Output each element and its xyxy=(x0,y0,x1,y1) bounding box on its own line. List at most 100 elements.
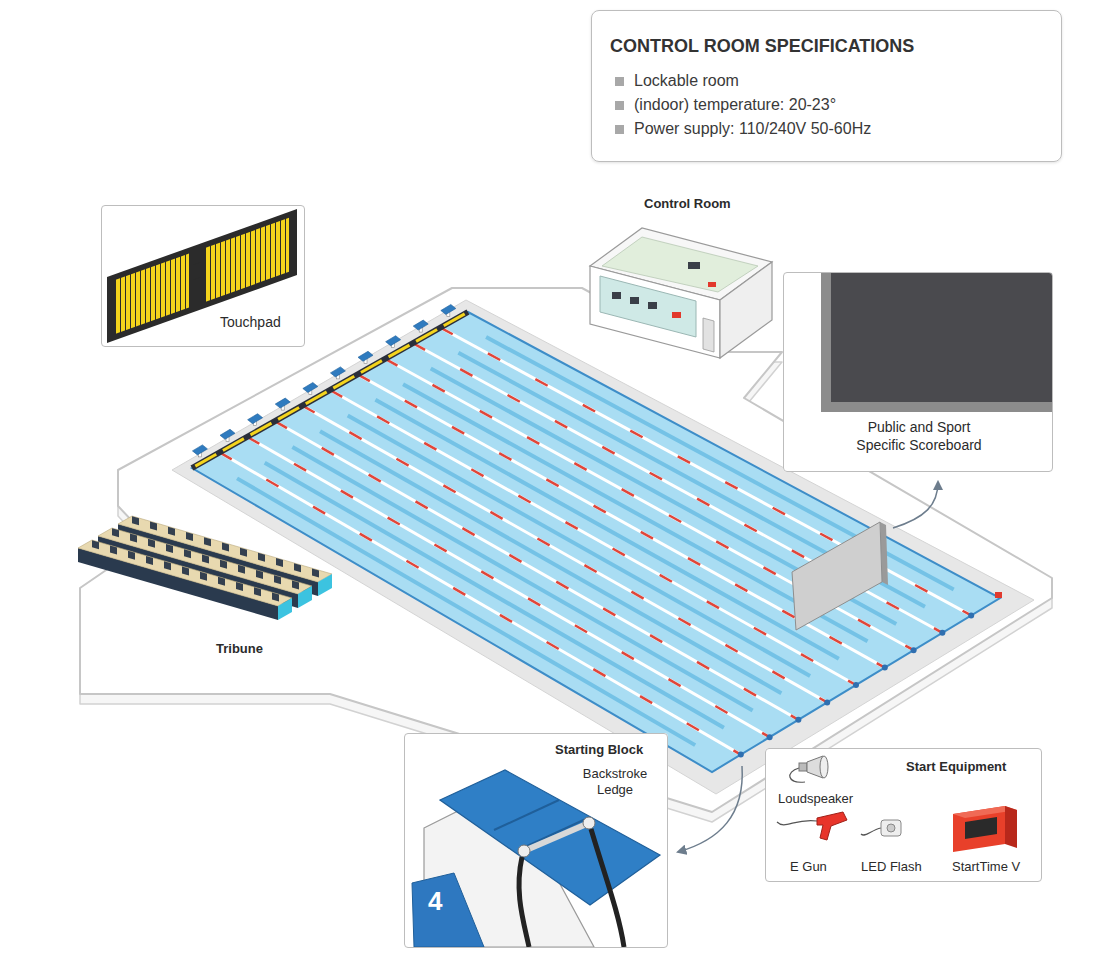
box-text: Loudspeaker xyxy=(778,791,853,807)
tribune-seat xyxy=(182,566,189,575)
lane-number: 4 xyxy=(428,886,442,917)
starting-block-icon xyxy=(441,304,456,314)
tribune-seat xyxy=(256,570,263,579)
tribune-seat xyxy=(254,587,261,596)
callout-box: Starting BlockBackstroke Ledge xyxy=(404,733,668,948)
rope-anchor xyxy=(968,612,974,618)
leader-arrow xyxy=(678,766,742,852)
box-text: (indoor) temperature: 20-23° xyxy=(634,95,836,115)
lane-marking xyxy=(237,478,695,745)
box-fill xyxy=(765,748,1042,882)
monitor xyxy=(630,297,639,304)
tribune-seat xyxy=(110,546,117,555)
tribune-row-top xyxy=(78,540,292,606)
block-handle xyxy=(591,829,624,947)
starttime-side xyxy=(1005,806,1017,848)
tribune-seat xyxy=(294,563,301,572)
building-label: Control Room xyxy=(644,196,731,212)
box-heading: Public and Sport Specific Scoreboard xyxy=(844,419,994,454)
bullet-square xyxy=(615,125,624,134)
lane-rope-float xyxy=(275,421,799,720)
lane-rope-float xyxy=(330,390,856,685)
building-side-wall xyxy=(720,262,772,358)
starting-block-icon xyxy=(330,367,345,377)
tribune-seat xyxy=(168,527,175,536)
scoreboard-frame xyxy=(821,273,1052,412)
area-label: Tribune xyxy=(216,641,263,657)
box-text: E Gun xyxy=(790,859,827,875)
rope-anchor xyxy=(738,752,744,758)
tribune-row-front xyxy=(78,548,278,620)
starting-block-icon xyxy=(413,320,428,330)
starting-block-icon xyxy=(192,445,207,455)
tribune-seat xyxy=(186,532,193,541)
control-room-building xyxy=(590,228,772,358)
start-equipment-icons xyxy=(777,756,1017,852)
backstroke-ledge xyxy=(524,823,589,851)
tribune-end-cap xyxy=(318,574,332,596)
touchpad-panel xyxy=(115,254,189,335)
e-gun-icon xyxy=(817,812,847,840)
callout-box: Touchpad xyxy=(101,205,305,347)
tribune-seat xyxy=(148,539,155,548)
rope-anchor xyxy=(767,734,773,740)
plate-groove xyxy=(494,800,559,830)
tribune-seat xyxy=(132,516,139,525)
tribune-seat xyxy=(258,553,265,562)
tribune-seat xyxy=(312,569,319,578)
box-text: StartTime V xyxy=(952,859,1020,875)
tribune-seat xyxy=(146,556,153,565)
tribune-seat xyxy=(130,534,137,543)
loudspeaker-mouth xyxy=(820,756,828,778)
box-fill xyxy=(591,10,1062,162)
red-marker xyxy=(995,592,1002,598)
starting-block-icon xyxy=(303,382,318,392)
tribune-seat xyxy=(220,560,227,569)
monitor xyxy=(648,302,657,309)
tribune-seat xyxy=(238,565,245,574)
tribune-seat xyxy=(274,575,281,584)
starting-block-icon xyxy=(248,414,263,424)
lane-marking xyxy=(375,400,838,659)
box-text: Backstroke Ledge xyxy=(575,766,655,799)
lane-rope xyxy=(275,421,799,720)
tribune-seat xyxy=(112,528,119,537)
scoreboard-screen xyxy=(831,273,1052,402)
box-heading: CONTROL ROOM SPECIFICATIONS xyxy=(610,35,914,58)
cable xyxy=(777,821,817,825)
block-number-panel xyxy=(412,873,484,947)
lane-rope-float xyxy=(302,406,827,703)
cable xyxy=(861,828,881,835)
box-text: Power supply: 110/240V 50-60Hz xyxy=(634,119,871,139)
starttime-screen xyxy=(965,817,997,839)
device xyxy=(708,282,716,287)
callout-box: Public and Sport Specific Scoreboard xyxy=(783,272,1053,472)
tribune-seat xyxy=(200,572,207,581)
monitor xyxy=(612,292,621,299)
device xyxy=(672,312,681,318)
building-door xyxy=(703,318,714,352)
tribune-seat xyxy=(164,561,171,570)
lane-rope xyxy=(302,406,827,703)
led-flash-lamp xyxy=(887,824,895,832)
lane-marking xyxy=(292,447,752,711)
touchpad-notch xyxy=(193,262,201,280)
tribune-end-cap xyxy=(298,586,312,608)
tribune-seat xyxy=(218,577,225,586)
tribune-seat xyxy=(236,582,243,591)
lane-rope xyxy=(330,390,856,685)
tribune-seat xyxy=(276,558,283,567)
tribune-seat xyxy=(222,542,229,551)
lane-marking xyxy=(265,463,724,728)
bullet-square xyxy=(615,77,624,86)
tribune-seat xyxy=(92,540,99,549)
rope-anchor xyxy=(853,682,859,688)
lane-marking xyxy=(348,416,810,676)
tribune-seat xyxy=(128,551,135,560)
box-text: Lockable room xyxy=(634,71,739,91)
box-fill xyxy=(101,205,305,347)
box-fill xyxy=(404,733,668,948)
tribune-seat xyxy=(292,581,299,590)
